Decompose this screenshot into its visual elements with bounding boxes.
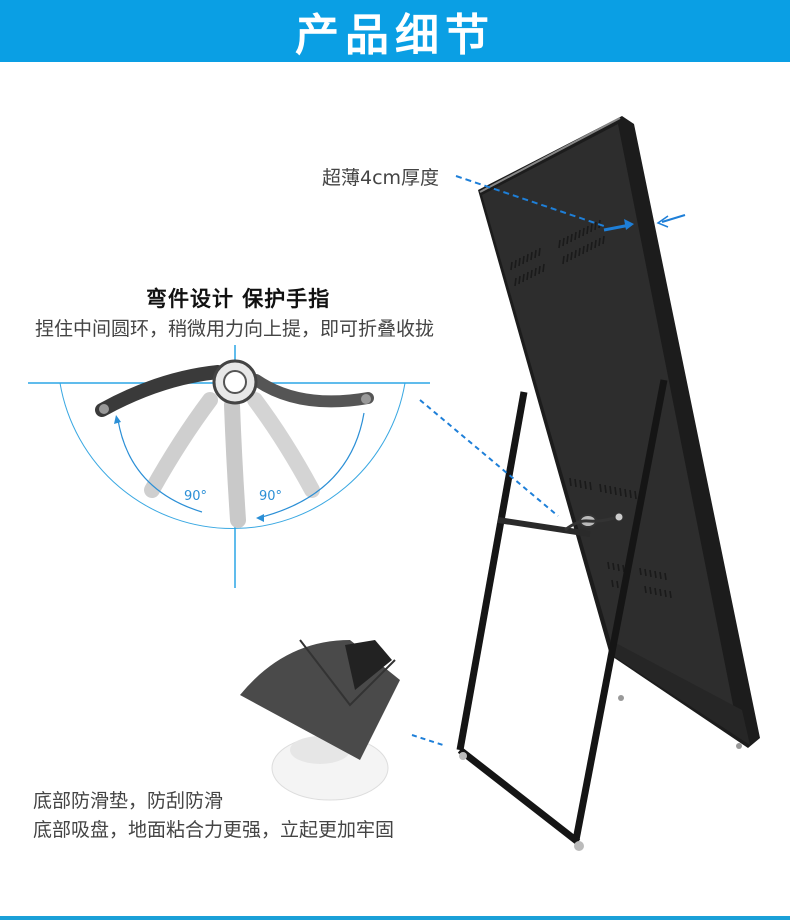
hinge-callout-description: 捏住中间圆环，稍微用力向上提，即可折叠收拢: [35, 318, 435, 340]
bottom-divider: [0, 916, 790, 920]
angle-label-left: 90°: [184, 489, 207, 504]
arrow-left-icon: [656, 214, 686, 228]
hinge-leader-line: [419, 399, 559, 517]
base-leader-line: [411, 734, 447, 747]
hinge-detail: [564, 512, 624, 532]
hinge-diagram: 90° 90°: [28, 345, 430, 588]
angle-label-right: 90°: [259, 489, 282, 504]
vent-grille-top: [510, 219, 605, 287]
vent-grille-bottom: [569, 477, 672, 599]
thickness-callout: 超薄4cm厚度: [322, 167, 440, 189]
thickness-leader-line: [455, 175, 605, 227]
base-callout-line1: 底部防滑垫，防刮防滑: [33, 790, 224, 812]
base-foot-detail: [240, 639, 400, 801]
a-frame-stand: [456, 379, 668, 845]
header-banner: 产品细节: [0, 0, 790, 62]
page-title: 产品细节: [295, 10, 495, 61]
arrow-right-icon: [603, 219, 634, 232]
base-callout-line2: 底部吸盘，地面粘合力更强，立起更加牢固: [33, 819, 395, 841]
display-panel: [478, 116, 760, 749]
hinge-callout-title: 弯件设计 保护手指: [146, 287, 331, 311]
